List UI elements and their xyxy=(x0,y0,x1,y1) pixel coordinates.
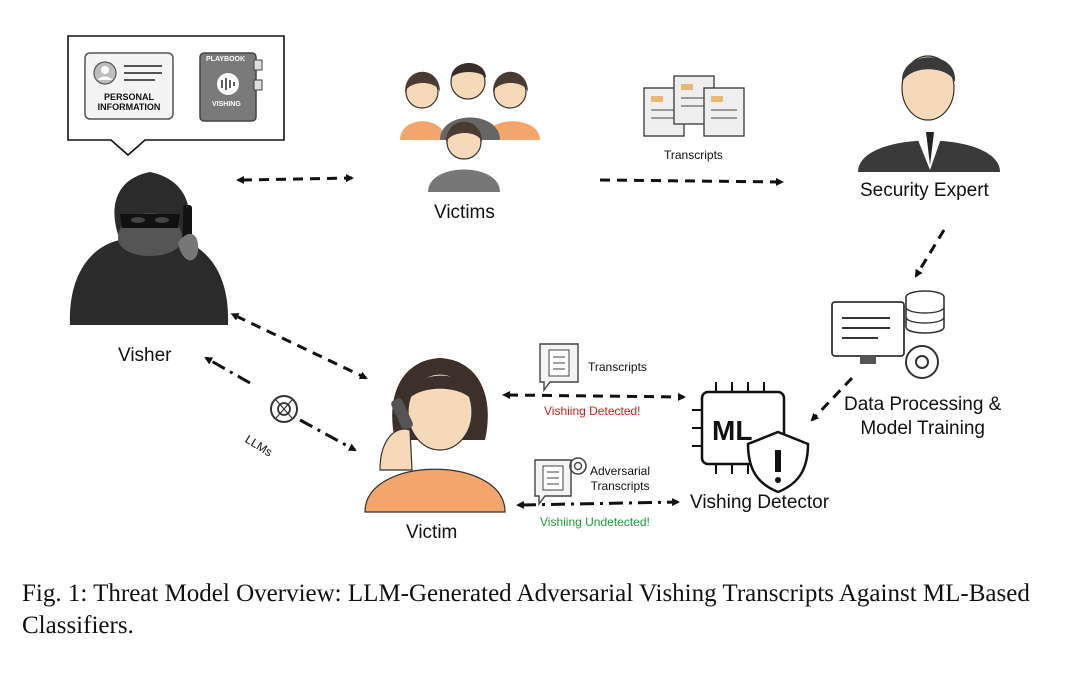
adversarial-transcript-document-icon xyxy=(534,459,572,507)
llm-to-visher-arrow xyxy=(204,356,251,385)
visher-thought-callout xyxy=(67,35,285,157)
llm-to-victim-arrow xyxy=(299,418,357,452)
playbook-title: PLAYBOOK xyxy=(206,56,246,63)
adversarial-line1: Adversarial xyxy=(590,464,651,478)
transcripts-mid-label: Transcripts xyxy=(588,360,647,374)
victim-detector-detected-arrow xyxy=(502,391,686,401)
personal-info-line2: INFORMATION xyxy=(97,102,161,112)
transcripts-documents-icon xyxy=(643,75,745,137)
visher-victims-arrow xyxy=(236,174,354,184)
vishing-undetected-label: Vishiing Undetected! xyxy=(540,515,650,529)
playbook-subtitle: VISHING xyxy=(212,101,241,108)
transcript-document-icon xyxy=(539,343,579,393)
vishing-playbook-icon xyxy=(199,52,263,122)
figure-caption: Fig. 1: Threat Model Overview: LLM-Gener… xyxy=(22,580,1030,639)
visher-victim-arrow xyxy=(230,313,368,380)
personal-info-card-icon xyxy=(84,52,174,120)
data-processing-line1: Data Processing & xyxy=(844,394,1002,415)
visher-label: Visher xyxy=(118,345,172,366)
personal-info-line1: PERSONAL xyxy=(103,92,154,102)
victim-detector-undetected-arrow xyxy=(516,498,680,509)
dataproc-detector-arrow xyxy=(810,376,854,422)
warning-shield-icon xyxy=(746,430,810,494)
victims-expert-arrow xyxy=(599,177,784,186)
vishing-detector-label: Vishing Detector xyxy=(690,492,830,513)
victims-label: Victims xyxy=(434,202,495,223)
victim-label: Victim xyxy=(406,522,458,543)
expert-dataproc-arrow xyxy=(914,229,946,278)
adversarial-line2: Transcripts xyxy=(590,479,650,493)
llm-logo-icon xyxy=(270,395,298,423)
data-processing-label: Data Processing & Model Training xyxy=(844,393,1001,441)
security-expert-label: Security Expert xyxy=(860,180,989,201)
victims-group-icon xyxy=(400,63,540,192)
threat-model-diagram: ML xyxy=(67,35,1001,543)
victim-woman-phone-icon xyxy=(364,358,506,513)
data-processing-line2: Model Training xyxy=(860,418,985,439)
personal-info-label: PERSONAL INFORMATION xyxy=(97,92,161,112)
llm-logo-small-icon xyxy=(569,457,587,475)
transcripts-top-label: Transcripts xyxy=(664,148,723,162)
ml-chip-text: ML xyxy=(712,415,752,446)
security-expert-icon xyxy=(858,55,1000,172)
diagram-canvas: ML xyxy=(67,35,1000,513)
data-processing-icon xyxy=(831,290,945,379)
visher-hooded-figure-icon xyxy=(69,172,229,325)
vishing-detected-label: Vishiing Detected! xyxy=(544,404,641,418)
adversarial-transcripts-label: Adversarial Transcripts xyxy=(590,464,650,494)
